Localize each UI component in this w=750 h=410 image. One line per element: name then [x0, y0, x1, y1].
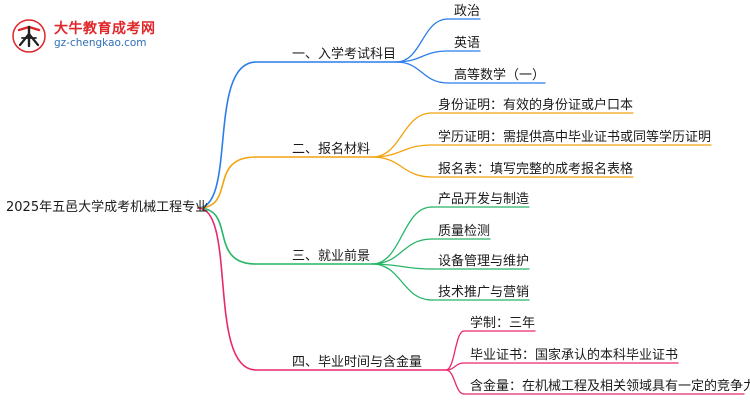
- leaf-label-3-3: 设备管理与维护: [438, 254, 530, 269]
- branch-label-3: 三、就业前景: [292, 249, 371, 264]
- logo-url: gz-chengkao.com: [54, 37, 147, 49]
- leaf-label-2-3: 报名表：填写完整的成考报名表格: [438, 162, 634, 177]
- child-link-1-3: [395, 61, 449, 84]
- leaf-label-4-1: 学制：三年: [470, 316, 536, 331]
- branch-label-1: 一、入学考试科目: [292, 47, 397, 62]
- logo-mark-icon: [12, 19, 46, 53]
- branch-link-4: [197, 207, 257, 371]
- leaf-label-1-1: 政治: [454, 4, 481, 19]
- child-link-3-2: [371, 238, 433, 265]
- leaf-label-2-2: 学历证明：需提供高中毕业证书或同等学历证明: [438, 130, 712, 145]
- leaf-label-1-2: 英语: [454, 36, 481, 51]
- child-link-3-4: [371, 263, 433, 301]
- branch-link-2: [197, 156, 257, 209]
- branch-label-2: 二、报名材料: [292, 142, 371, 157]
- branch-link-1: [197, 61, 257, 209]
- site-logo: 大牛教育成考网 gz-chengkao.com: [10, 16, 170, 56]
- mindmap-root: 2025年五邑大学成考机械工程专业: [6, 200, 209, 215]
- leaf-label-2-1: 身份证明：有效的身份证或户口本: [438, 98, 634, 113]
- leaf-label-4-2: 毕业证书：国家承认的本科毕业证书: [470, 348, 679, 363]
- leaf-label-3-1: 产品开发与制造: [438, 192, 530, 207]
- branch-label-4: 四、毕业时间与含金量: [292, 355, 423, 370]
- child-link-2-3: [371, 156, 433, 178]
- leaf-label-3-2: 质量检测: [438, 224, 491, 239]
- leaf-label-1-3: 高等数学（一）: [454, 68, 546, 83]
- child-link-4-1: [445, 330, 465, 371]
- branch-link-3: [197, 207, 257, 265]
- child-link-3-3: [371, 263, 433, 270]
- child-link-2-1: [371, 112, 433, 158]
- leaf-label-4-3: 含金量：在机械工程及相关领域具有一定的竞争力: [470, 379, 750, 394]
- child-link-3-1: [371, 206, 433, 265]
- child-link-4-3: [445, 369, 465, 395]
- child-link-1-2: [395, 50, 449, 63]
- child-link-1-1: [395, 18, 449, 63]
- leaf-label-3-4: 技术推广与营销: [438, 285, 530, 300]
- child-link-2-2: [371, 144, 433, 158]
- logo-name: 大牛教育成考网: [54, 21, 156, 37]
